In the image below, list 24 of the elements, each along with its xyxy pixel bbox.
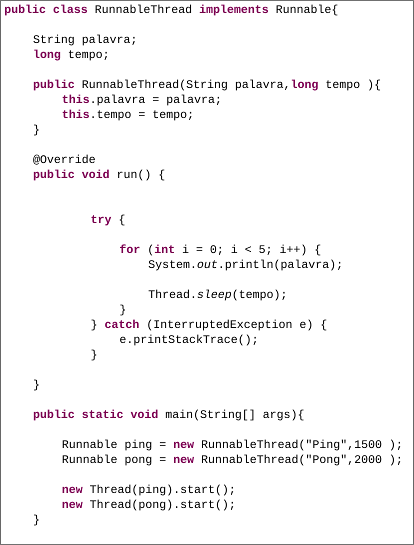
code-line: public static void main(String[] args){: [34, 410, 304, 420]
code-line: for (int i = 0; i < 5; i++) {: [120, 244, 320, 256]
code-line: this.palavra = palavra;: [62, 94, 220, 106]
code-line: @Override: [33, 154, 95, 165]
code-line: new Thread(ping).start();: [62, 484, 234, 496]
code-line: try {: [92, 214, 124, 226]
code-line: }: [120, 304, 126, 316]
code-line: System.out.println(palavra);: [148, 260, 341, 270]
code-line: }: [34, 380, 39, 390]
code-line: public RunnableThread(String palavra,long tempo ){: [34, 80, 380, 90]
code-line: }: [34, 124, 39, 136]
code-line: String palavra;: [33, 34, 135, 46]
code-line: } catch (InterruptedException e) {: [92, 320, 326, 330]
code-line: this.tempo = tempo;: [62, 110, 192, 120]
code-line: Runnable ping = new RunnableThread("Ping",1500 );: [62, 440, 400, 450]
code-line: }: [92, 350, 96, 360]
code-line: e.printStackTrace();: [120, 334, 256, 346]
code-line: Thread.sleep(tempo);: [148, 290, 285, 300]
code-line: public void run() {: [34, 170, 164, 180]
code-line: long tempo;: [34, 50, 108, 60]
code-line: }: [34, 514, 39, 526]
code-line: new Thread(pong).start();: [62, 500, 234, 510]
code-line: public class RunnableThread implements Runnable{: [5, 4, 338, 16]
code-line: Runnable pong = new RunnableThread("Pong",2000 );: [62, 454, 400, 466]
